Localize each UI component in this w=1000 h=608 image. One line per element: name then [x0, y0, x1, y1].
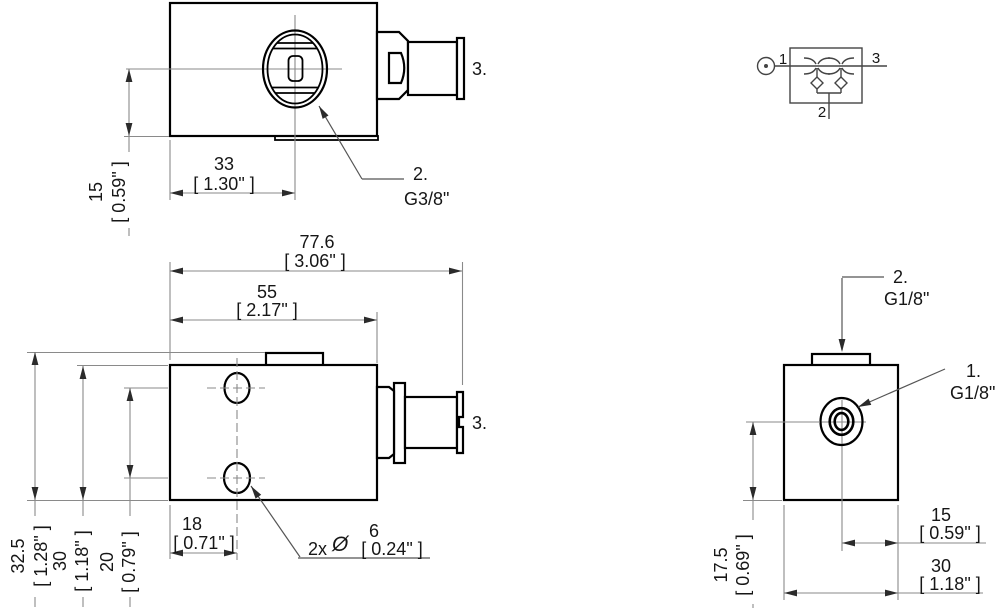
- end-view-port: [819, 396, 864, 447]
- port2-callout: 2. G1/8": [838, 267, 929, 352]
- dim-30-front-inch: [ 1.18" ]: [72, 530, 92, 591]
- dim-77-6: 77.6 [ 3.06" ]: [170, 232, 462, 275]
- hole-count: 2x: [308, 539, 327, 559]
- dim-55: 55 [ 2.17" ]: [170, 282, 377, 324]
- fitting-plate: [392, 381, 407, 465]
- dim-18: 18 [ 0.71" ]: [170, 514, 237, 557]
- fitting-end-flange: [455, 390, 465, 455]
- schematic-port1-label: 1: [779, 51, 787, 68]
- dim-77-6-mm: 77.6: [299, 232, 334, 252]
- hole-dia-mm: 6: [369, 521, 379, 541]
- front-fitting-label: 3.: [472, 413, 487, 433]
- top-view-fitting: [375, 30, 466, 101]
- dim-17-5: 17.5 [ 0.69" ]: [711, 422, 757, 608]
- dim-15-top: 15 [ 0.59" ]: [86, 69, 169, 236]
- fitting-end-flange: [455, 36, 466, 101]
- fitting-hex-flat: [387, 51, 406, 85]
- front-view-fitting: [375, 381, 465, 465]
- fitting-cylinder: [406, 40, 459, 97]
- venturi-symbol-2: [827, 57, 855, 75]
- port-outer-circle: [261, 29, 329, 109]
- port-slot: [287, 55, 304, 82]
- end-view-body: [782, 363, 900, 502]
- dim-18-mm: 18: [182, 514, 202, 534]
- dim-30-front-mm: 30: [50, 551, 70, 571]
- dim-18-inch: [ 0.71" ]: [173, 533, 234, 553]
- dim-30-side: 30 [ 1.18" ]: [784, 556, 983, 597]
- fitting-base-block: [375, 385, 396, 460]
- top-fitting-label: 3.: [472, 59, 487, 79]
- top-view-port: [261, 29, 329, 109]
- dim-15-top-mm: 15: [86, 182, 106, 202]
- dim-17-5-inch: [ 0.69" ]: [733, 534, 753, 595]
- front-view-body: [168, 363, 379, 502]
- port1-thread: G1/8": [950, 383, 995, 403]
- dim-55-mm: 55: [257, 282, 277, 302]
- schematic-port2-label: 2: [818, 104, 826, 121]
- dim-32-5: 32.5 [ 1.28" ]: [8, 352, 51, 607]
- dim-30-front: 30 [ 1.18" ]: [50, 366, 92, 607]
- front-view-centerlines: [207, 358, 265, 560]
- port-inner-circle: [266, 33, 324, 105]
- dim-20: 20 [ 0.79" ]: [97, 388, 139, 607]
- dim-33-inch: [ 1.30" ]: [193, 174, 254, 194]
- dim-15-side-mm: 15: [931, 505, 951, 525]
- fitting-cylinder: [403, 395, 459, 450]
- dim-77-6-inch: [ 3.06" ]: [284, 251, 345, 271]
- port-g38-thread: G3/8": [404, 189, 449, 209]
- dim-30-side-inch: [ 1.18" ]: [919, 574, 980, 594]
- port1-callout: 1. G1/8": [856, 361, 995, 411]
- hole-callout: 2x Ø 6 [ 0.24" ]: [248, 484, 430, 559]
- end-view-extension-lines: [743, 421, 899, 600]
- port-thread-circle: [828, 406, 855, 437]
- schematic-port1-dot: [764, 64, 768, 68]
- schematic-port3-label: 3: [872, 50, 880, 67]
- venturi-symbol-1: [803, 57, 831, 75]
- front-view-extension-lines: [27, 262, 464, 559]
- dim-15-side-inch: [ 0.59" ]: [919, 523, 980, 543]
- port2-num: 2.: [893, 267, 908, 287]
- dim-20-mm: 20: [97, 552, 117, 572]
- port-bore: [833, 411, 850, 432]
- port1-num: 1.: [966, 361, 981, 381]
- port-g38-num: 2.: [413, 164, 428, 184]
- end-view: 2. G1/8" 1. G1/8" 17.5 [ 0.69" ]: [711, 267, 995, 608]
- dim-33-mm: 33: [214, 154, 234, 174]
- dim-15-top-inch: [ 0.59" ]: [109, 161, 129, 222]
- port-g38-callout: 2. G3/8": [316, 104, 449, 209]
- hydraulic-schematic: 1 3 2: [756, 47, 887, 121]
- hole-dia-inch: [ 0.24" ]: [361, 539, 422, 559]
- dim-17-5-mm: 17.5: [711, 547, 731, 582]
- dim-32-5-mm: 32.5: [8, 538, 28, 573]
- diameter-symbol: Ø: [331, 533, 350, 556]
- dim-15-side: 15 [ 0.59" ]: [842, 505, 986, 547]
- dim-30-side-mm: 30: [931, 556, 951, 576]
- top-view: 33 [ 1.30" ] 15 [ 0.59" ] 2. G3/8" 3.: [86, 1, 487, 236]
- dim-55-inch: [ 2.17" ]: [236, 300, 297, 320]
- dim-32-5-inch: [ 1.28" ]: [31, 525, 51, 586]
- port-counterbore: [819, 396, 864, 447]
- front-view: 77.6 [ 3.06" ] 55 [ 2.17" ] 32.5 [ 1.28"…: [8, 232, 487, 607]
- dim-20-inch: [ 0.79" ]: [119, 531, 139, 592]
- port2-thread: G1/8": [884, 289, 929, 309]
- schematic-box: [789, 47, 863, 104]
- dim-33: 33 [ 1.30" ]: [169, 140, 295, 200]
- top-view-mount-strip: [274, 135, 379, 141]
- check-valve-symbols: [810, 68, 848, 119]
